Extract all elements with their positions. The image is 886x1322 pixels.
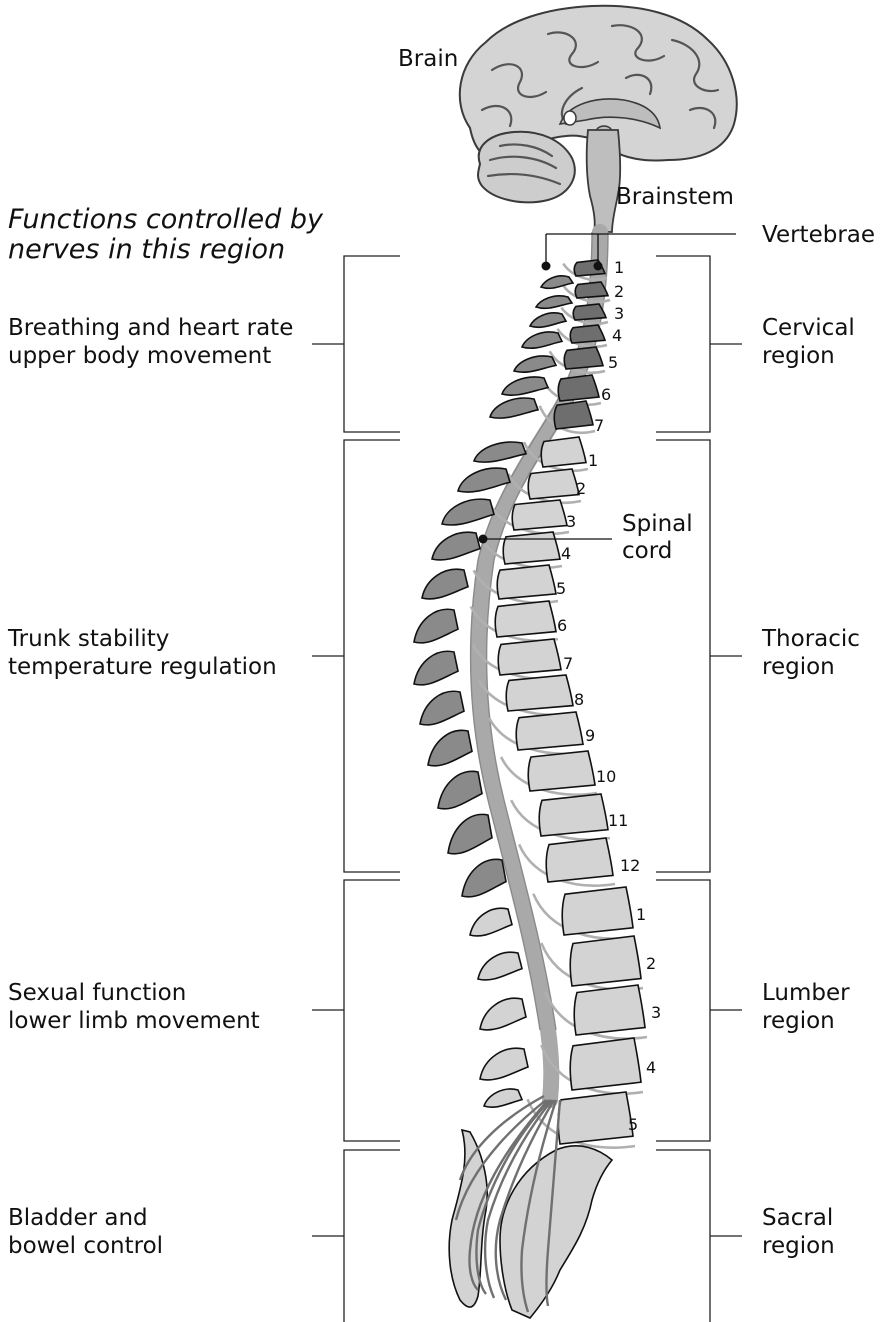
thoracic-vertebra — [506, 675, 573, 711]
region-thoracic-line1: Thoracic — [761, 626, 860, 652]
lumbar-number: 3 — [651, 1003, 661, 1022]
spinous-process — [470, 908, 512, 936]
cervical-vertebra — [558, 375, 599, 401]
spinous-process — [478, 952, 522, 980]
lumbar-vertebra — [558, 1092, 633, 1144]
thoracic-number: 6 — [557, 616, 567, 635]
spinous-process — [422, 569, 468, 599]
function-cervical-line2: upper body movement — [8, 343, 271, 369]
brainstem-illustration — [587, 130, 621, 232]
function-sacral-line2: bowel control — [8, 1233, 163, 1259]
left-brackets — [312, 256, 400, 1322]
vertebrae-label: Vertebrae — [762, 222, 875, 248]
cervical-vertebra — [554, 401, 593, 429]
right-brackets — [656, 256, 742, 1322]
cerebellum-illustration — [478, 132, 575, 203]
function-lumbar-line1: Sexual function — [8, 980, 186, 1006]
cervical-number: 2 — [614, 282, 624, 301]
region-sacral-line1: Sacral — [762, 1205, 833, 1231]
thoracic-number: 4 — [561, 544, 571, 563]
thoracic-number: 9 — [585, 726, 595, 745]
function-cervical-line1: Breathing and heart rate — [8, 315, 293, 341]
thoracic-vertebra — [498, 639, 561, 675]
spinous-process — [420, 691, 464, 725]
spinous-process — [428, 730, 472, 766]
spinous-process — [536, 296, 572, 309]
spinous-process — [438, 771, 482, 808]
region-lumbar-line2: region — [762, 1008, 835, 1034]
lumbar-vertebra — [570, 936, 641, 986]
function-thoracic-line1: Trunk stability — [7, 626, 169, 652]
thoracic-vertebra — [512, 500, 567, 530]
cervical-number: 4 — [612, 326, 622, 345]
lumbar-number: 4 — [646, 1058, 656, 1077]
lumbar-number: 1 — [636, 905, 646, 924]
thoracic-number: 7 — [563, 654, 573, 673]
thoracic-number: 8 — [574, 690, 584, 709]
brain-label: Brain — [398, 46, 458, 72]
region-lumbar-line1: Lumber — [762, 980, 850, 1006]
thoracic-vertebra — [516, 712, 583, 750]
spinous-process — [414, 609, 458, 643]
function-sacral-line1: Bladder and — [8, 1205, 148, 1231]
region-cervical-line1: Cervical — [762, 315, 855, 341]
thoracic-number: 3 — [566, 512, 576, 531]
spinal-cord-label-line2: cord — [622, 538, 672, 564]
lumbar-number: 2 — [646, 954, 656, 973]
spinous-process — [502, 377, 548, 395]
spinous-process — [480, 998, 526, 1030]
cervical-number: 1 — [614, 258, 624, 277]
thoracic-number: 11 — [608, 811, 628, 830]
spinous-process — [442, 499, 494, 525]
lumbar-vertebra — [570, 1038, 641, 1090]
thoracic-vertebra — [495, 601, 556, 637]
spinous-process — [490, 398, 538, 418]
thoracic-vertebra — [503, 532, 560, 564]
spinous-process — [541, 276, 573, 289]
spinous-process — [474, 442, 526, 462]
functions-header-line1: Functions controlled by — [8, 204, 324, 235]
cervical-vertebra — [575, 282, 608, 298]
thoracic-vertebra — [541, 437, 586, 467]
region-sacral-line2: region — [762, 1233, 835, 1259]
thoracic-number: 1 — [588, 451, 598, 470]
spinous-process — [514, 356, 556, 372]
brainstem-label: Brainstem — [616, 184, 734, 210]
spinous-process — [530, 313, 566, 327]
cervical-number: 7 — [594, 416, 604, 435]
spinous-process — [448, 814, 492, 853]
lumbar-number: 5 — [628, 1115, 638, 1134]
cervical-vertebra — [573, 304, 606, 320]
lumbar-vertebra — [574, 985, 645, 1035]
spinous-process — [484, 1089, 522, 1107]
thoracic-number: 10 — [596, 767, 616, 786]
thoracic-number: 12 — [620, 856, 640, 875]
thoracic-vertebra — [539, 794, 608, 836]
cervical-number: 3 — [614, 304, 624, 323]
thoracic-number: 5 — [556, 579, 566, 598]
spinous-process — [522, 332, 562, 348]
functions-header-line2: nerves in this region — [8, 234, 285, 265]
spinous-process — [414, 651, 458, 685]
thoracic-vertebra — [497, 565, 556, 599]
spinous-process — [462, 859, 506, 896]
cervical-vertebra — [564, 347, 603, 369]
cervical-number: 6 — [601, 385, 611, 404]
cervical-vertebra — [570, 325, 605, 343]
spinal-cord-label-line1: Spinal — [622, 511, 693, 537]
function-thoracic-line2: temperature regulation — [8, 654, 277, 680]
thoracic-vertebra — [528, 469, 579, 499]
lumbar-vertebra — [562, 887, 633, 935]
region-thoracic-line2: region — [762, 654, 835, 680]
thoracic-vertebra — [528, 751, 595, 791]
spinous-process — [480, 1048, 528, 1080]
thoracic-number: 2 — [576, 479, 586, 498]
cervical-number: 5 — [608, 353, 618, 372]
function-lumbar-line2: lower limb movement — [8, 1008, 260, 1034]
spinous-process — [432, 532, 480, 560]
spinous-process — [458, 468, 510, 492]
region-cervical-line2: region — [762, 343, 835, 369]
thoracic-vertebra — [546, 838, 613, 882]
